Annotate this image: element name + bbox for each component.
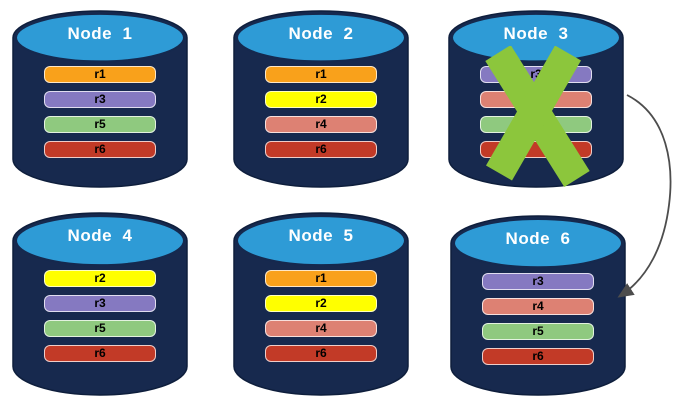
replica-label: r5 — [94, 117, 106, 131]
node-title: Node 3 — [503, 24, 569, 43]
replica-label: r3 — [94, 296, 106, 310]
replica-list: r1 r2 r4 r6 — [265, 66, 377, 166]
node-title: Node 5 — [288, 226, 354, 245]
replica-list: r2 r3 r5 r6 — [44, 270, 156, 370]
replica-row: r3 — [482, 273, 594, 290]
db-node-2: Node 2 r1 r2 r4 r6 — [233, 8, 409, 190]
replica-row: r6 — [265, 141, 377, 158]
replica-row: r2 — [265, 295, 377, 312]
node-title: Node 6 — [505, 229, 571, 248]
replica-label: r6 — [532, 349, 544, 363]
replica-row: r4 — [265, 320, 377, 337]
replica-row: r3 — [44, 295, 156, 312]
failure-x-icon — [485, 46, 590, 187]
node-title: Node 1 — [67, 24, 133, 43]
replica-row: r6 — [44, 345, 156, 362]
replica-row: r2 — [265, 91, 377, 108]
replica-row: r1 — [265, 66, 377, 83]
replica-label: r3 — [94, 92, 106, 106]
replica-label: r6 — [315, 346, 327, 360]
replica-label: r6 — [315, 142, 327, 156]
replica-label: r3 — [530, 67, 542, 81]
replica-row: r4 — [265, 116, 377, 133]
node-title: Node 2 — [288, 24, 354, 43]
node3-to-node6-arrow — [617, 94, 672, 298]
replica-label: r2 — [315, 92, 327, 106]
replica-label: r3 — [532, 274, 544, 288]
db-node-4: Node 4 r2 r3 r5 r6 — [12, 210, 188, 398]
replica-list: r1 r3 r5 r6 — [44, 66, 156, 166]
replica-label: r2 — [94, 271, 106, 285]
node-title: Node 4 — [67, 226, 133, 245]
replica-list: r1 r2 r4 r6 — [265, 270, 377, 370]
replica-label: r4 — [315, 321, 327, 335]
replica-row: r1 — [265, 270, 377, 287]
replica-list: r3 r4 r5 r6 — [482, 273, 594, 373]
replica-row: r2 — [44, 270, 156, 287]
replica-label: r6 — [94, 346, 106, 360]
replica-label: r2 — [315, 296, 327, 310]
replica-row: r1 — [44, 66, 156, 83]
replica-label: r5 — [94, 321, 106, 335]
db-node-6: Node 6 r3 r4 r5 r6 — [450, 213, 626, 398]
replica-label: r1 — [94, 67, 106, 81]
replica-row: r4 — [482, 298, 594, 315]
replica-row: r6 — [44, 141, 156, 158]
replica-label: r4 — [532, 299, 544, 313]
replica-row: r5 — [482, 323, 594, 340]
replica-label: r4 — [315, 117, 327, 131]
replica-label: r1 — [315, 67, 327, 81]
replica-row: r5 — [44, 116, 156, 133]
replica-row: r5 — [44, 320, 156, 337]
replica-row: r3 — [44, 91, 156, 108]
replica-row: r6 — [482, 348, 594, 365]
replica-row: r6 — [265, 345, 377, 362]
db-node-1: Node 1 r1 r3 r5 r6 — [12, 8, 188, 190]
db-node-5: Node 5 r1 r2 r4 r6 — [233, 210, 409, 398]
replica-label: r1 — [315, 271, 327, 285]
replica-label: r5 — [532, 324, 544, 338]
replica-label: r6 — [94, 142, 106, 156]
